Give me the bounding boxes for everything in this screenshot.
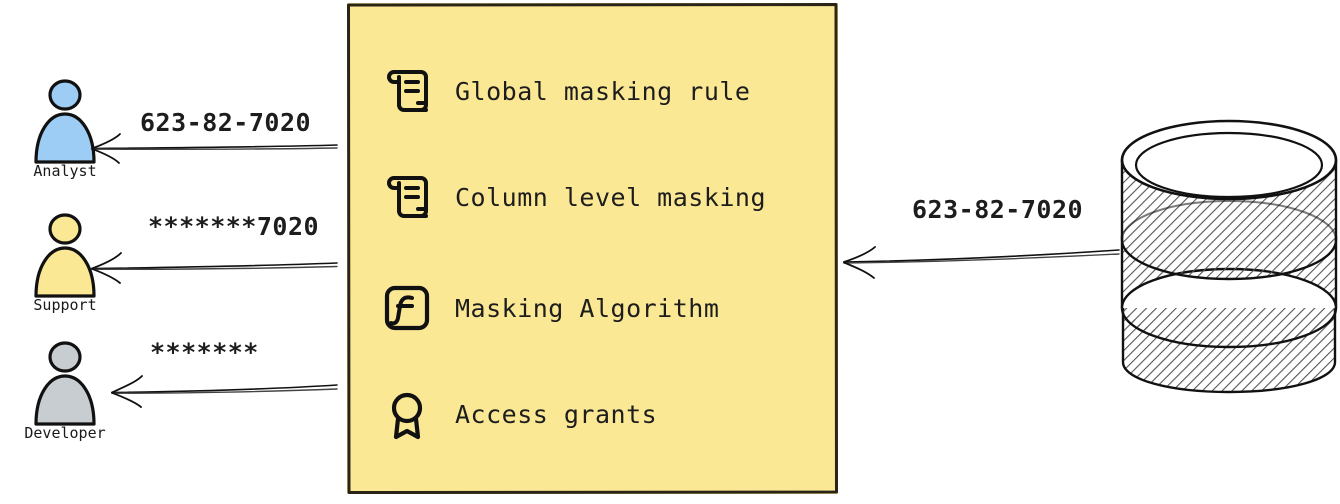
database-icon <box>1120 119 1338 394</box>
policy-item-access-grants[interactable]: Access grants <box>381 384 657 444</box>
person-icon <box>34 341 96 426</box>
arrow-panel-to-developer <box>111 375 338 408</box>
arrow-database-to-panel <box>843 246 1120 279</box>
policy-item-label: Masking Algorithm <box>455 293 720 323</box>
person-icon <box>34 213 96 298</box>
function-icon <box>384 285 430 331</box>
policy-item-column-level-masking[interactable]: Column level masking <box>381 167 766 227</box>
actor-support: Support <box>10 212 120 314</box>
policy-item-label: Access grants <box>455 399 658 429</box>
policy-panel: Global masking rule Column level masking… <box>347 3 838 494</box>
arrow-panel-to-support <box>91 252 338 284</box>
actor-label: Developer <box>24 424 106 442</box>
flow-value-analyst: 623-82-7020 <box>140 108 312 137</box>
policy-list: Global masking rule Column level masking… <box>347 3 838 494</box>
flow-value-source: 623-82-7020 <box>912 195 1084 224</box>
policy-item-global-masking-rule[interactable]: Global masking rule <box>381 61 750 121</box>
arrow-panel-to-analyst <box>91 133 338 164</box>
award-icon <box>391 392 423 440</box>
person-icon <box>34 79 96 164</box>
flow-value-developer: ******* <box>150 338 259 367</box>
actor-label: Support <box>33 296 97 314</box>
scroll-icon <box>387 176 428 218</box>
scroll-icon <box>387 70 428 112</box>
actor-analyst: Analyst <box>10 78 120 180</box>
policy-item-label: Column level masking <box>455 182 767 212</box>
actor-label: Analyst <box>33 162 97 180</box>
actor-developer: Developer <box>10 340 120 442</box>
flow-value-support: *******7020 <box>148 212 320 241</box>
policy-item-label: Global masking rule <box>455 76 751 106</box>
policy-item-masking-algorithm[interactable]: Masking Algorithm <box>381 278 719 338</box>
source-database <box>1118 118 1340 394</box>
